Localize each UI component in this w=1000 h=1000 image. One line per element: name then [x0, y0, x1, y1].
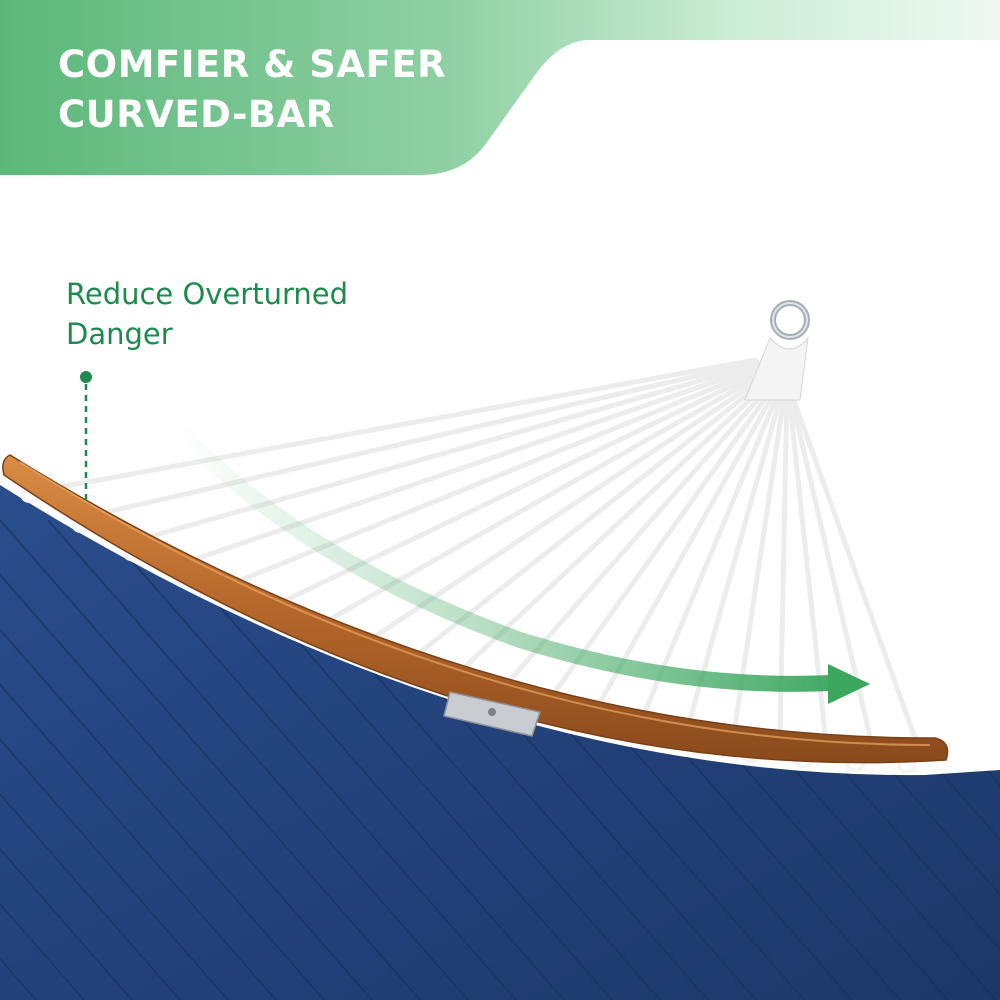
quilt-stitch-line: [0, 519, 181, 1000]
rope-strand: [325, 369, 770, 624]
rope-strand: [641, 383, 784, 717]
rope-strand: [145, 361, 762, 540]
curved-arrow-icon: [174, 424, 870, 704]
header-banner: [0, 0, 1000, 175]
quilt-stitch-line: [0, 519, 229, 1000]
rope-strand: [370, 371, 772, 641]
quilt-stitch-line: [0, 519, 277, 1000]
quilt-stitch-line: [0, 519, 85, 1000]
quilt-stitch-line: [0, 519, 421, 1000]
rope-strand: [505, 377, 778, 685]
callout-line-1: Reduce Overturned: [66, 277, 349, 311]
quilt-stitch-line: [0, 519, 325, 1000]
ring-icon: [744, 300, 810, 401]
rope-strand: [55, 357, 758, 490]
rope-strand: [190, 363, 764, 563]
rope-strand: [100, 359, 760, 516]
rope-strand: [732, 387, 788, 732]
rope-strand: [460, 375, 776, 672]
rope-strand: [550, 379, 780, 697]
quilt-stitch-line: [0, 519, 373, 1000]
quilt-stitch-line: [47, 519, 469, 1000]
rope-fan: [55, 357, 919, 745]
rope-strand: [596, 381, 782, 708]
quilt-stitch-line: [0, 519, 133, 1000]
callout-text: Reduce Overturned Danger: [66, 274, 348, 354]
callout-line-2: Danger: [66, 317, 173, 351]
rope-strand: [415, 373, 774, 657]
headline-line-1: COMFIER & SAFER: [58, 43, 447, 86]
curved-spreader-bar: [2, 454, 949, 764]
headline-line-2: CURVED-BAR: [58, 93, 335, 136]
callout-pointer: [80, 371, 92, 500]
rope-strand: [686, 385, 786, 725]
headline: COMFIER & SAFER CURVED-BAR: [58, 40, 446, 140]
callout-dot-icon: [80, 371, 92, 383]
rope-strand: [790, 395, 919, 745]
quilt-stitch-line: [95, 519, 517, 1000]
